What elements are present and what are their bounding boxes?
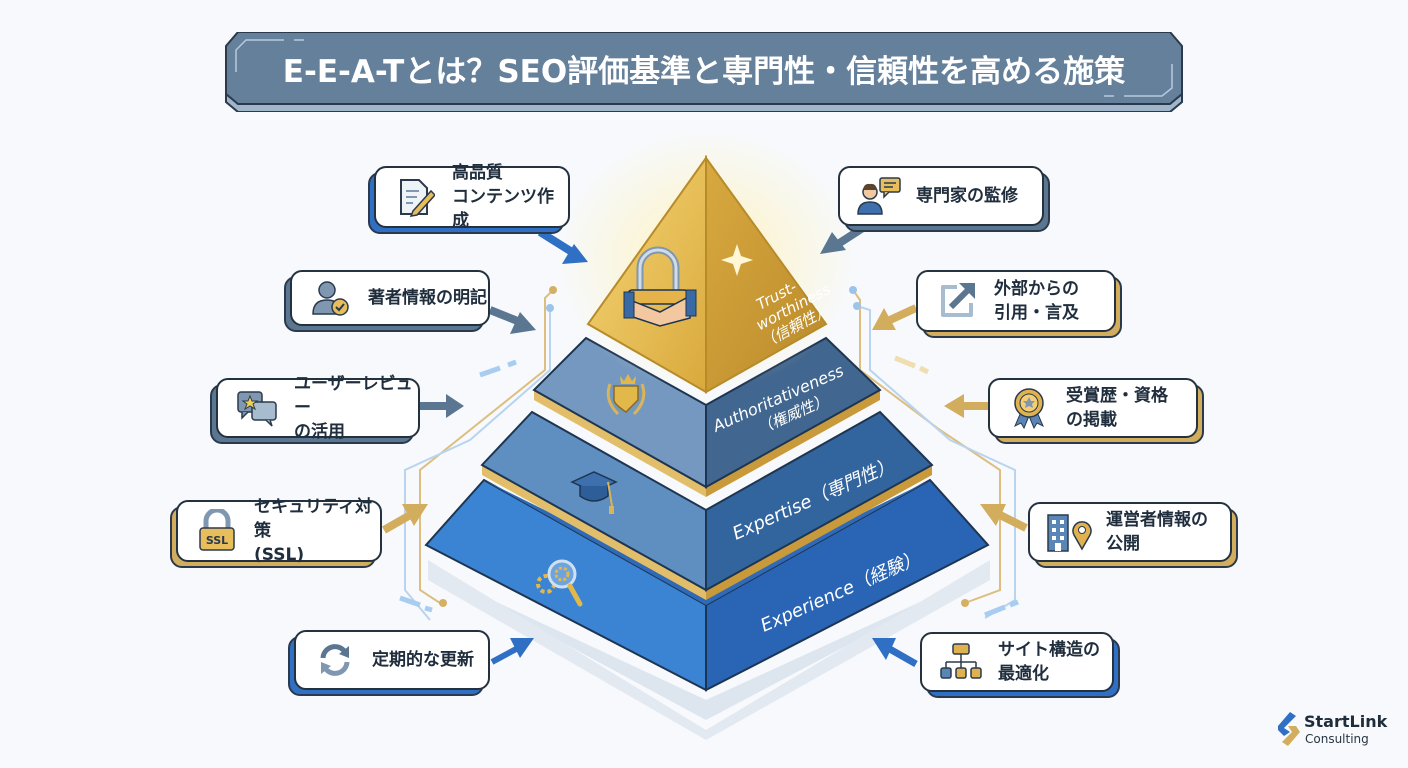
user-check-icon (304, 276, 358, 320)
arrow-left-5 (490, 638, 534, 665)
arrow-right-2 (872, 304, 918, 330)
callout-author-info: 著者情報の明記 (284, 270, 490, 332)
building-location-icon (1042, 510, 1096, 554)
magnifier-gears-icon (536, 559, 583, 607)
company-logo: StartLink Consulting (1276, 710, 1396, 750)
callout-expert-supervision: 専門家の監修 (838, 166, 1050, 232)
callout-quality-content: 高品質 コンテンツ作成 (368, 163, 570, 234)
external-link-icon (930, 279, 984, 323)
callout-operator-info: 運営者情報の 公開 (1028, 502, 1238, 568)
startlink-logo-icon (1278, 712, 1300, 746)
callout-label: セキュリティ対策 (SSL) (254, 497, 372, 565)
callout-label: 定期的な更新 (372, 650, 474, 670)
callout-regular-updates: 定期的な更新 (288, 630, 490, 696)
document-pencil-icon (388, 175, 442, 219)
arrow-left-1 (537, 228, 588, 264)
callout-label: サイト構造の 最適化 (998, 640, 1100, 684)
callout-awards-credentials: 受賞歴・資格 の掲載 (988, 378, 1204, 444)
callout-label: 専門家の監修 (916, 186, 1018, 206)
arrow-left-3 (420, 394, 464, 418)
refresh-icon (308, 638, 362, 682)
title-banner: E-E-A-Tとは？SEO評価基準と専門性・信頼性を高める施策 (224, 32, 1184, 112)
expert-chat-icon (852, 174, 906, 218)
arrow-right-5 (872, 638, 918, 668)
circuit-lines-right (849, 286, 1019, 619)
circuit-lines-left (399, 286, 557, 621)
callout-site-structure: サイト構造の 最適化 (920, 632, 1120, 698)
pyramid-level-trust (556, 130, 856, 394)
callout-label: ユーザーレビュー の活用 (294, 374, 413, 442)
logo-sub: Consulting (1305, 732, 1369, 746)
arrow-right-3 (944, 394, 990, 418)
callout-label: 受賞歴・資格 の掲載 (1066, 386, 1168, 430)
site-structure-icon (934, 640, 988, 684)
ssl-lock-icon: SSL (190, 509, 244, 553)
pyramid-level-expertise (480, 410, 934, 600)
graduation-cap-icon (570, 471, 618, 514)
callout-user-reviews: ユーザーレビュー の活用 (210, 374, 420, 444)
page-title: E-E-A-Tとは？SEO評価基準と専門性・信頼性を高める施策 (282, 53, 1126, 90)
callout-label: 運営者情報の 公開 (1106, 510, 1208, 554)
callout-label: 外部からの 引用・言及 (994, 279, 1079, 323)
logo-name: StartLink (1304, 712, 1388, 731)
shield-laurel-icon (606, 374, 646, 416)
callout-label: 著者情報の明記 (368, 288, 487, 308)
callout-label: 高品質 コンテンツ作成 (452, 163, 554, 231)
ssl-icon-text: SSL (206, 534, 228, 547)
callout-external-citations: 外部からの 引用・言及 (916, 270, 1122, 338)
award-badge-icon (1002, 386, 1056, 430)
handshake-lock-icon (623, 246, 697, 327)
sparkle-icon (721, 244, 753, 276)
arrow-left-4 (382, 504, 428, 534)
callout-security-ssl: SSL セキュリティ対策 (SSL) (170, 497, 382, 568)
arrow-right-4 (980, 504, 1028, 532)
arrow-left-2 (488, 306, 536, 334)
review-star-icon (230, 386, 284, 430)
pyramid-level-authority (532, 336, 882, 497)
